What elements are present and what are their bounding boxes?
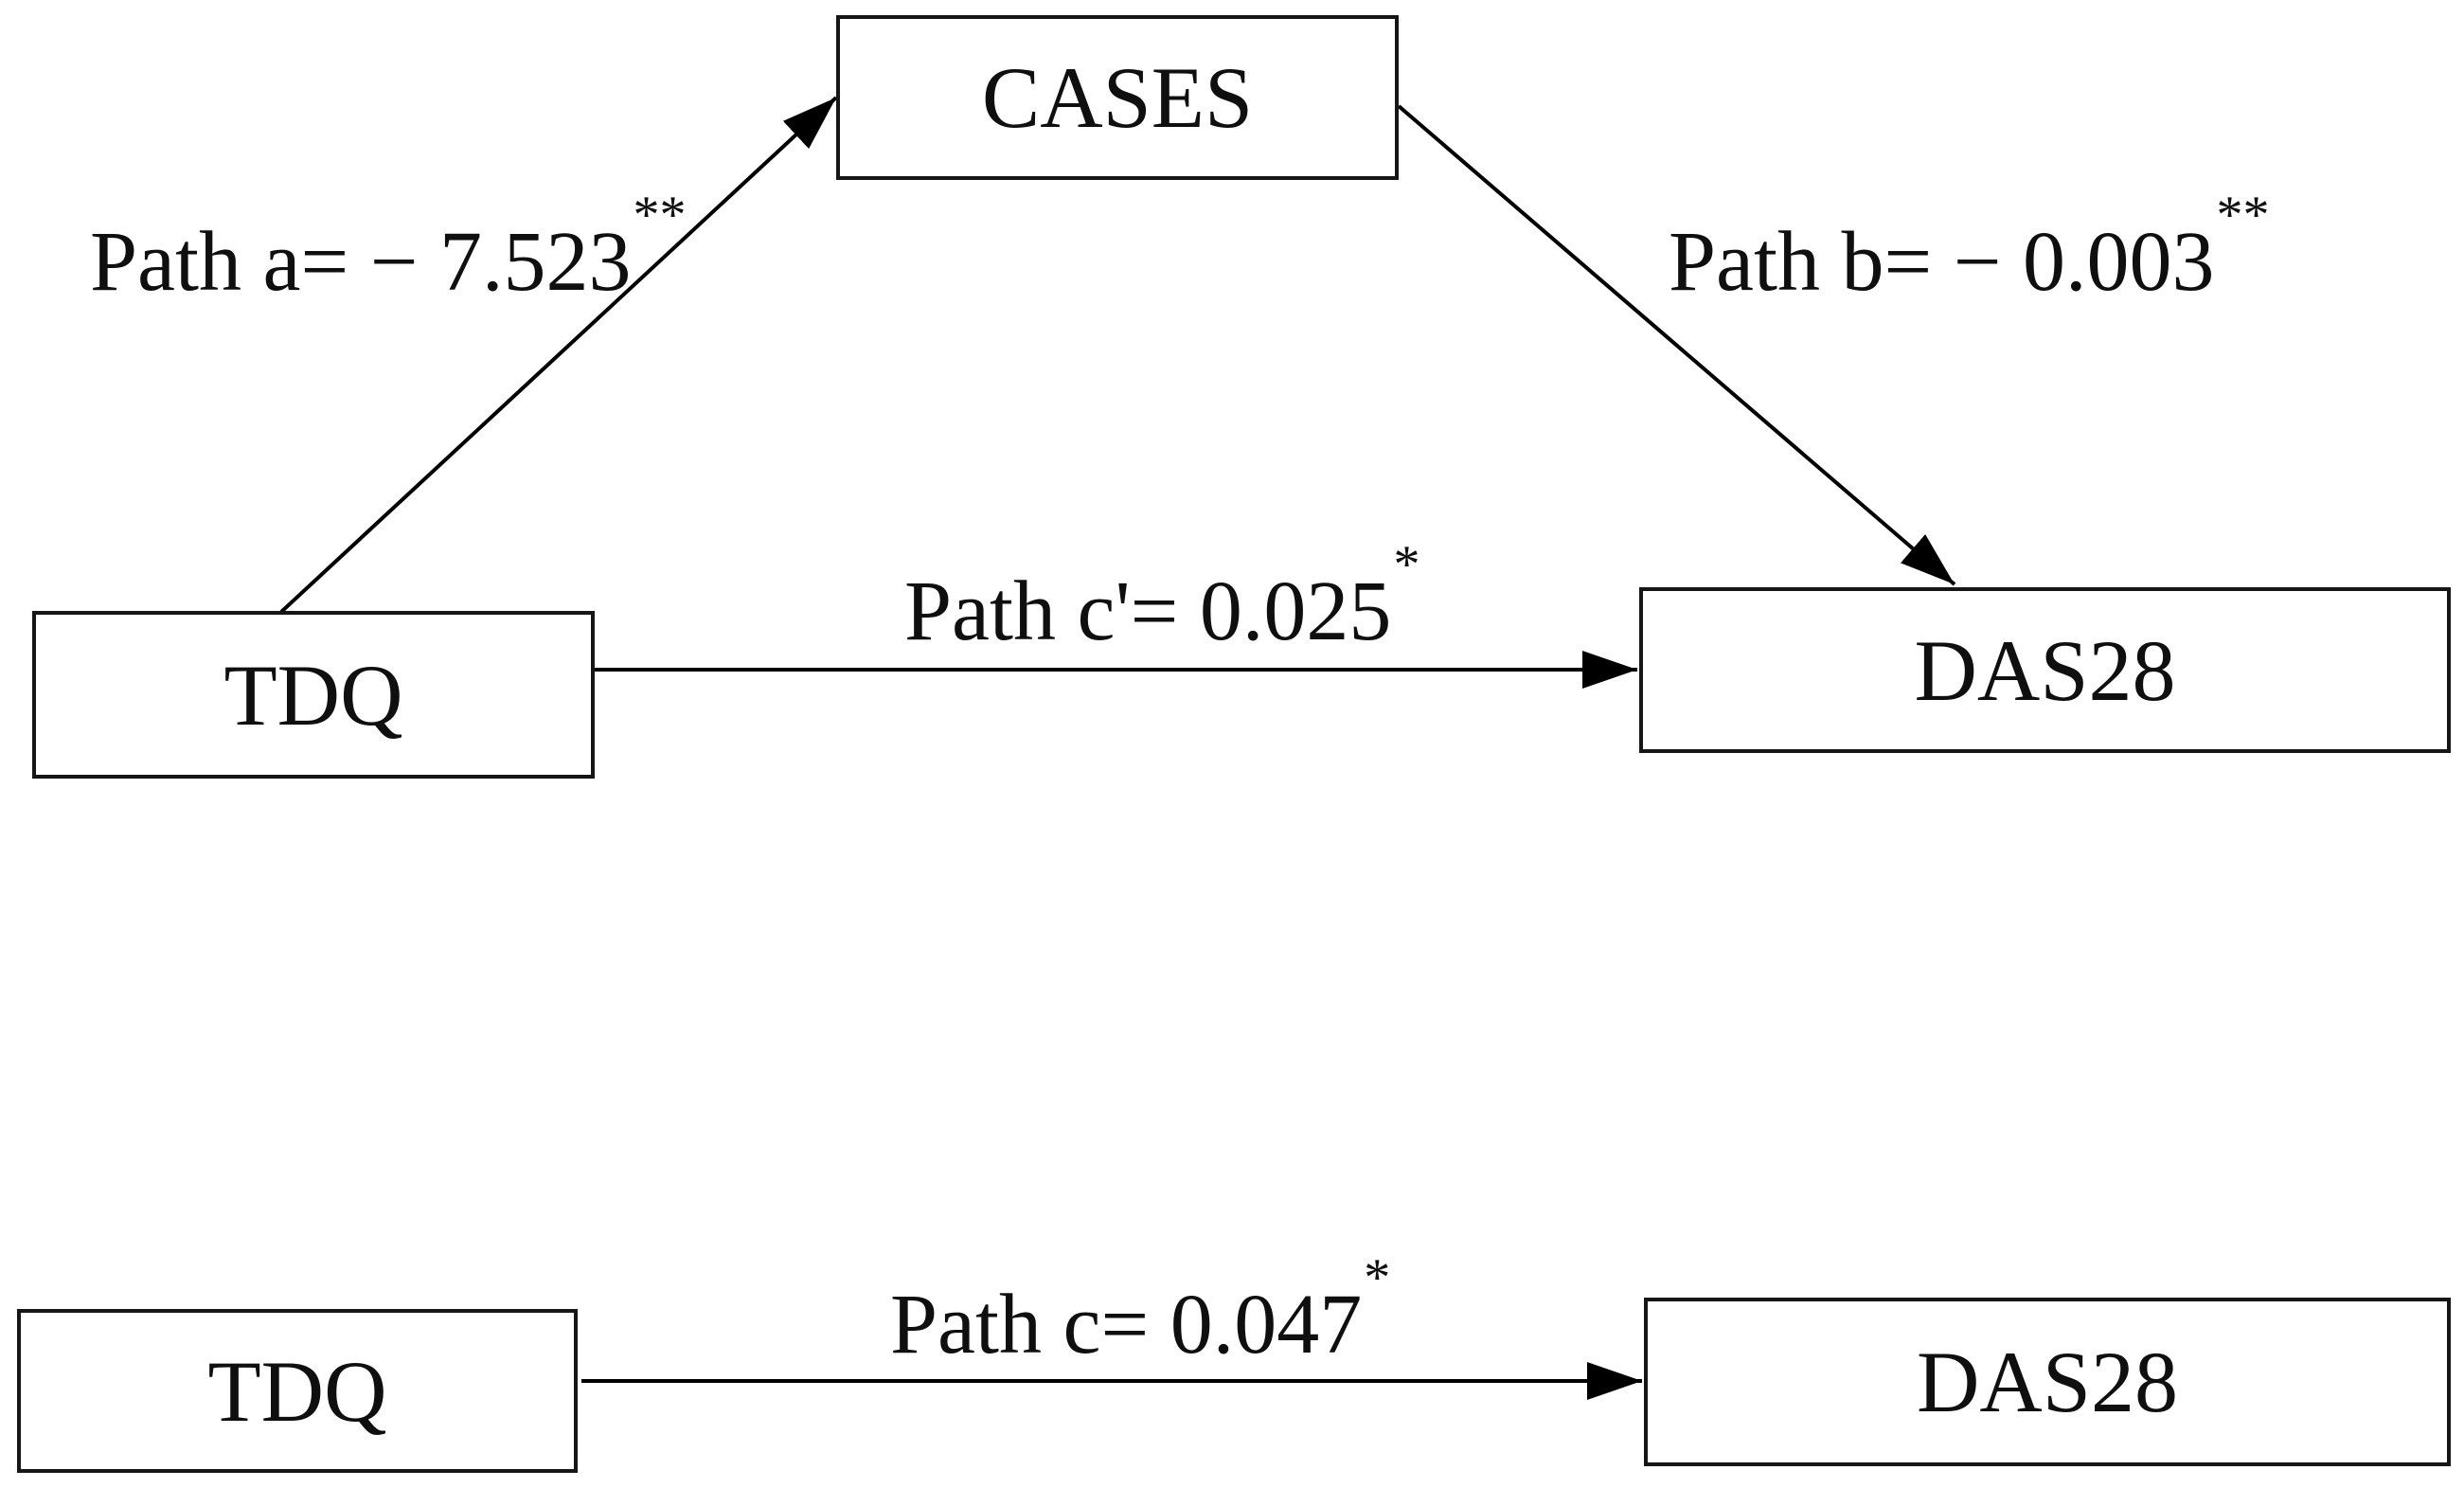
path-a-text: Path a= − 7.523 [90,215,632,309]
path-b-label: Path b= − 0.003** [1669,188,2270,305]
path-a-label: Path a= − 7.523** [90,188,686,305]
tdq-label-direct: TDQ [207,1342,387,1440]
das28-box-mediation: DAS28 [1639,587,2451,753]
cases-label: CASES [981,49,1254,146]
das28-box-direct: DAS28 [1644,1298,2451,1466]
path-a-arrow [279,96,838,614]
path-c-label: Path c= 0.047* [890,1251,1390,1368]
path-b-significance: ** [2216,186,2270,244]
path-c-text: Path c= 0.047 [890,1278,1363,1371]
tdq-box-mediation: TDQ [32,611,595,779]
cases-box: CASES [836,15,1399,180]
path-c-prime-text: Path c'= 0.025 [904,565,1392,658]
das28-label-mediation: DAS28 [1914,621,2176,719]
path-b-arrow [1397,104,1956,586]
path-b-text: Path b= − 0.003 [1669,215,2215,309]
path-c-prime-significance: * [1393,535,1420,594]
tdq-label-mediation: TDQ [223,646,403,744]
tdq-box-direct: TDQ [17,1309,578,1473]
path-c-prime-label: Path c'= 0.025* [904,538,1419,654]
path-c-significance: * [1364,1248,1391,1307]
path-a-significance: ** [633,186,687,244]
das28-label-direct: DAS28 [1916,1334,2179,1430]
